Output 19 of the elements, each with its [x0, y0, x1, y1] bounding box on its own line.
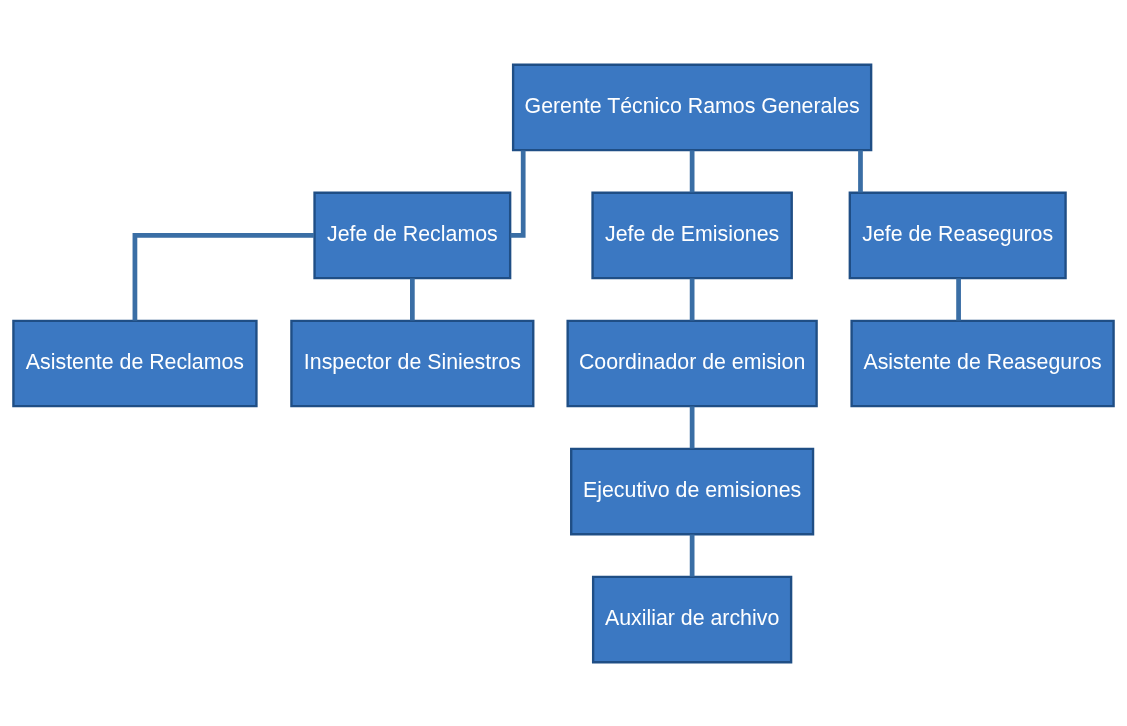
connector	[689, 149, 695, 192]
connector	[956, 277, 961, 320]
connector	[132, 232, 315, 320]
node-box: Inspector de Siniestros	[290, 319, 535, 407]
connector	[689, 277, 695, 320]
connector	[409, 277, 415, 320]
node-box: Auxiliar de archivo	[591, 575, 793, 663]
connector	[689, 534, 695, 576]
node-box: Jefe de Reaseguros	[848, 191, 1067, 279]
node-box: Jefe de Reclamos	[313, 191, 512, 279]
node-box: Asistente de Reclamos	[12, 319, 258, 407]
connector	[689, 406, 695, 448]
connector	[510, 149, 526, 238]
node-box: Ejecutivo de emisiones	[570, 447, 815, 535]
node-box: Asistente de Reaseguros	[850, 319, 1115, 407]
node-box: Coordinador de emision	[566, 319, 818, 407]
node-box: Jefe de Emisiones	[591, 191, 793, 279]
node-box: Gerente Técnico Ramos Generales	[511, 63, 873, 151]
connector	[858, 149, 863, 192]
